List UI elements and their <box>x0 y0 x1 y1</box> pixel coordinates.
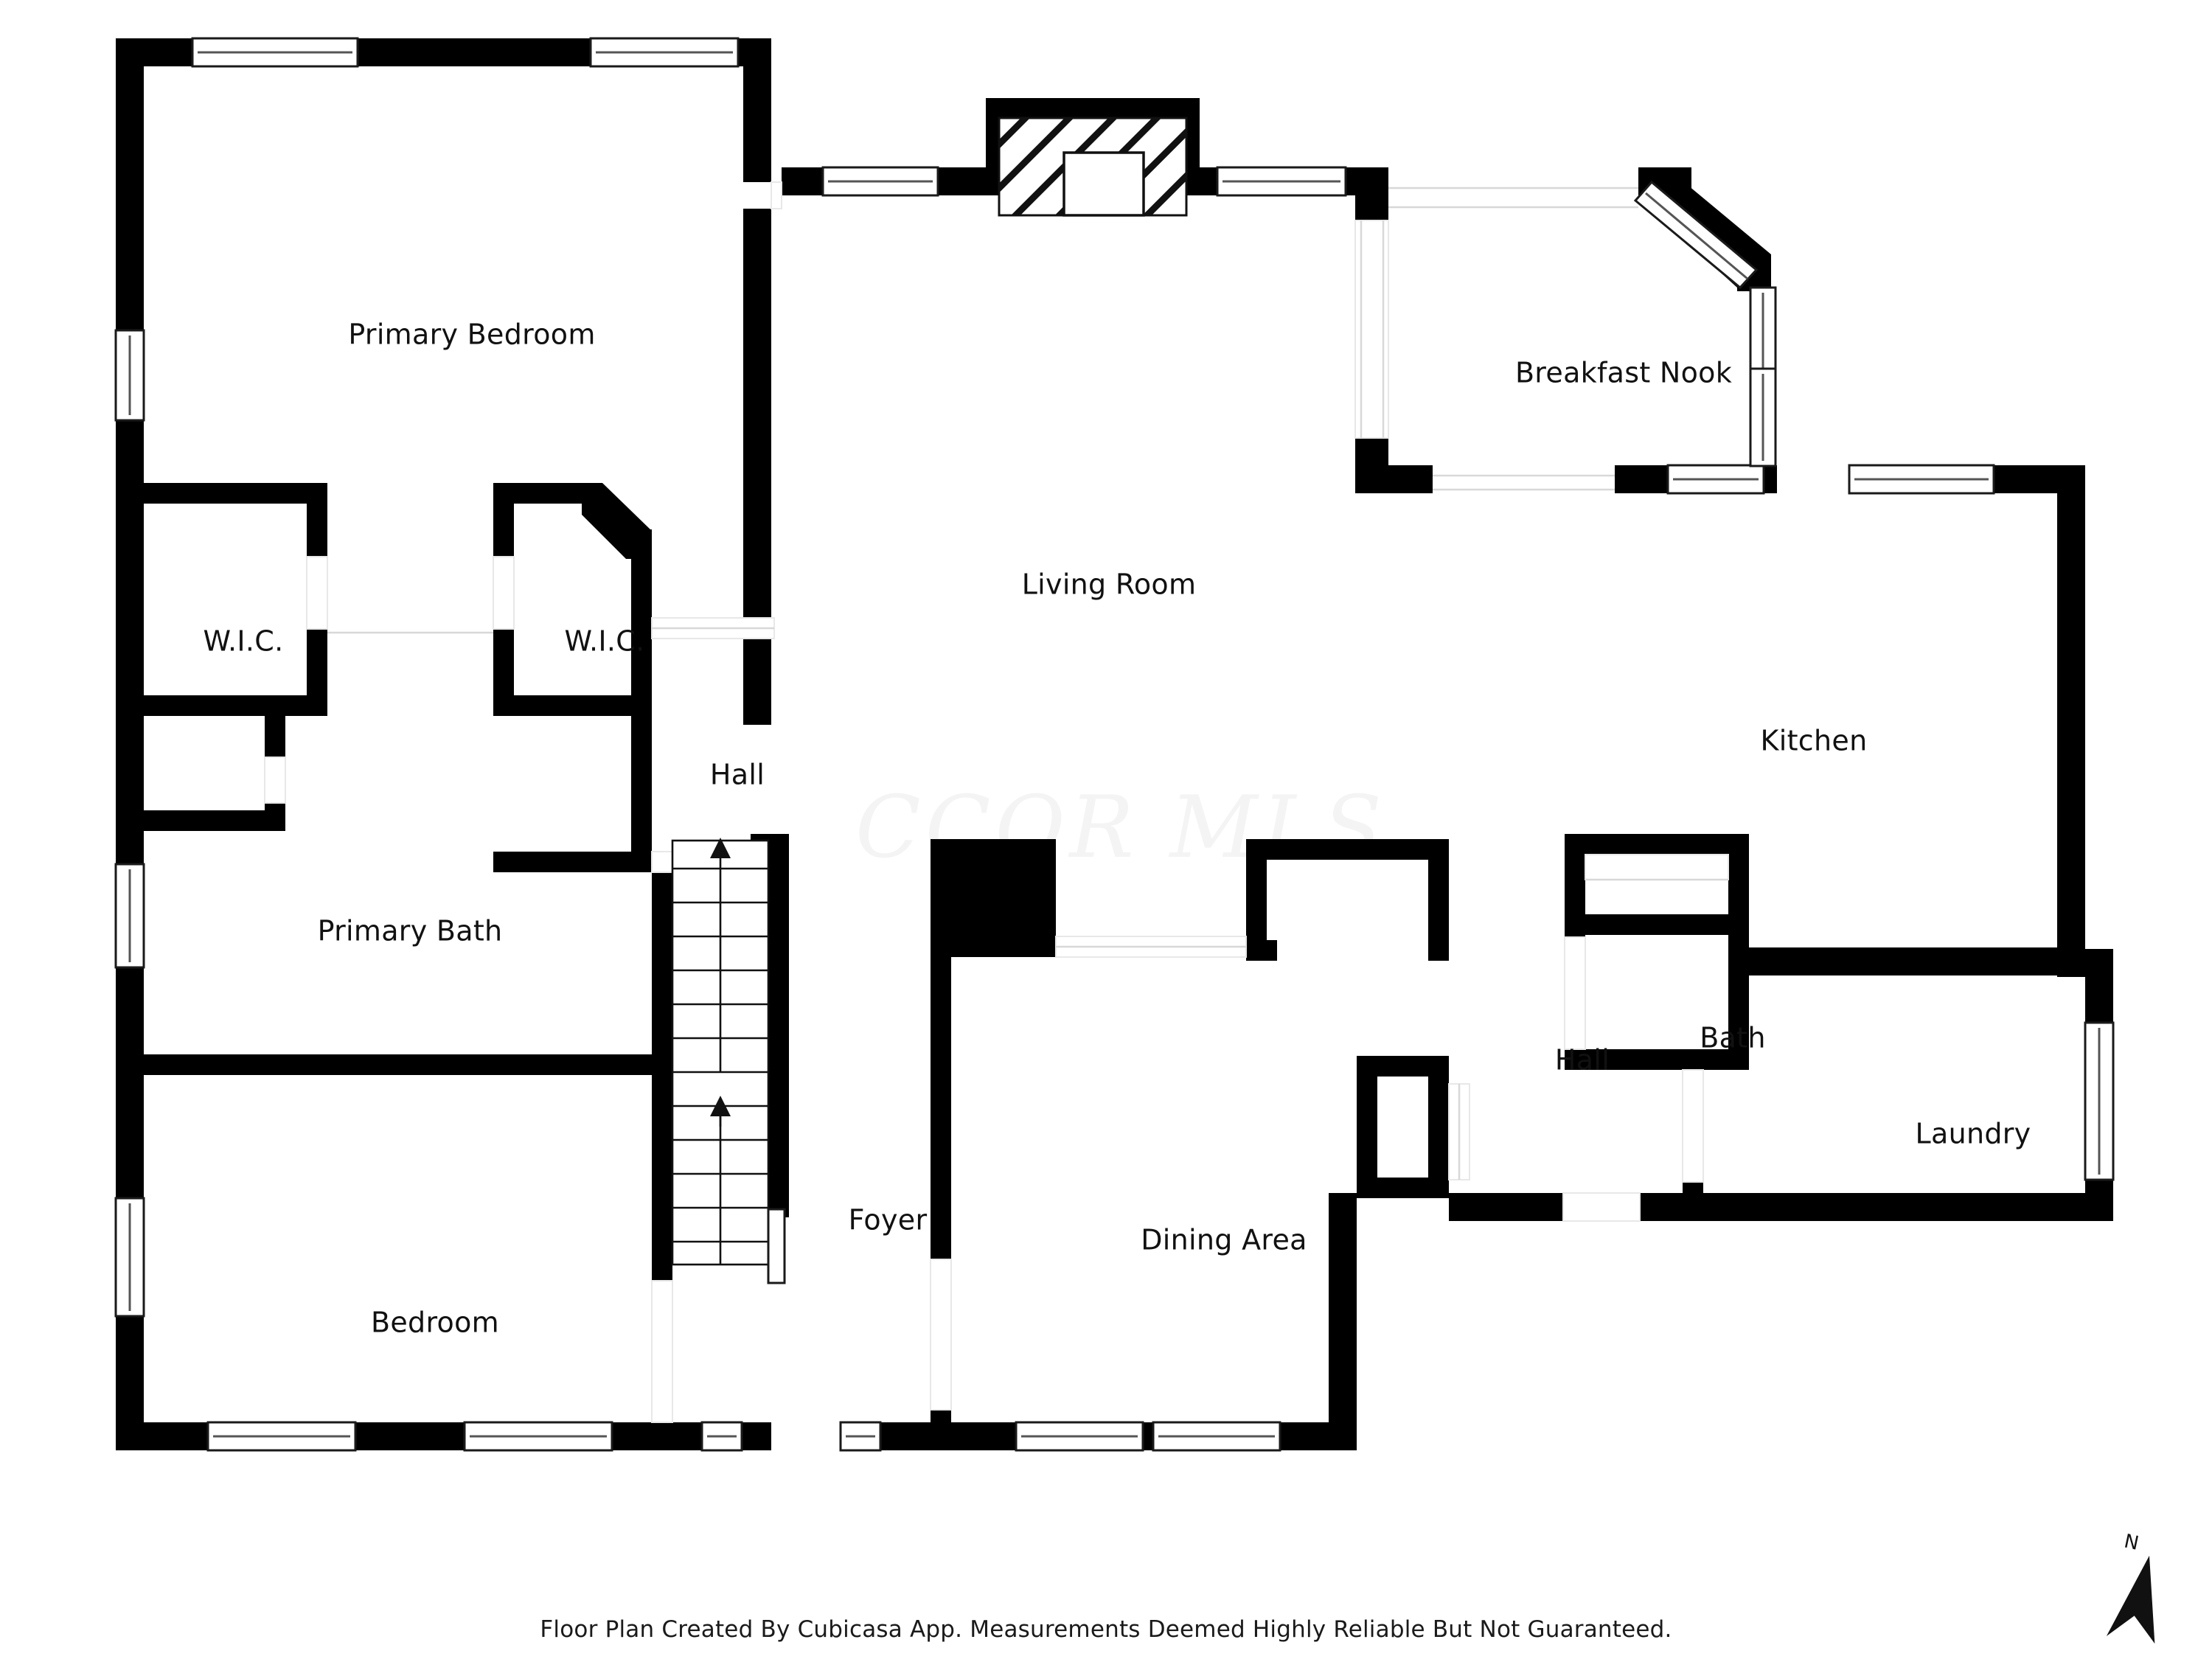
wall-hall-lower-bottom-left <box>1449 1193 1563 1221</box>
room-label-living-room: Living Room <box>1022 568 1197 601</box>
room-label-foyer: Foyer <box>849 1204 928 1237</box>
wall-pbath-bedroom-divider <box>116 1054 652 1075</box>
windows-group <box>114 37 2115 1452</box>
wall-bath-east-lower <box>1728 914 1749 1070</box>
fireplace-group <box>998 116 1188 217</box>
wall-stair-east <box>768 834 789 1217</box>
wall-hall-lower-left <box>1428 1056 1449 1196</box>
window-kitchen-north <box>1848 464 1995 495</box>
staircase-group <box>671 838 786 1284</box>
wall-linen-closet-bottom <box>116 810 285 831</box>
wall-wic-left-top <box>116 483 327 504</box>
wall-wic-left-bottom <box>116 695 327 716</box>
up-arrow-icon <box>710 1096 731 1127</box>
room-label-hall-upper: Hall <box>710 759 765 791</box>
wall-dining-east-upper <box>1357 1056 1377 1196</box>
window-left-3 <box>114 1197 145 1318</box>
window-bottom-left-1 <box>206 1421 357 1452</box>
window-nook-bay-angled <box>1633 180 1759 290</box>
room-label-wic-right: W.I.C. <box>565 625 645 658</box>
wall-pbr-east-lower <box>743 209 771 725</box>
window-left-2 <box>114 863 145 969</box>
door-bath-to-laundry <box>1682 1069 1704 1183</box>
window-pbr-top-2 <box>589 37 740 68</box>
block-closet-solid <box>931 839 1056 957</box>
door-openings-group <box>264 181 1729 1423</box>
window-bottom-dining-2 <box>1015 1421 1144 1452</box>
wall-kitchen-laundry-divider <box>1748 947 2085 975</box>
room-label-breakfast-nook: Breakfast Nook <box>1515 357 1732 389</box>
room-label-bath: Bath <box>1700 1022 1766 1054</box>
window-living-north-right <box>1216 166 1347 197</box>
room-label-bedroom: Bedroom <box>371 1307 499 1339</box>
wall-hall-west <box>631 695 652 872</box>
room-label-primary-bath: Primary Bath <box>318 915 503 947</box>
room-label-hall-lower: Hall <box>1555 1044 1610 1077</box>
wall-linen-closet-right-top <box>265 716 285 760</box>
window-pbr-top-1 <box>191 37 359 68</box>
north-arrow-needle <box>2106 1555 2155 1644</box>
wall-east-exterior-mid <box>2085 949 2113 1023</box>
wall-stair-west <box>652 852 672 1265</box>
room-label-wic-left: W.I.C. <box>204 625 284 658</box>
room-label-primary-bedroom: Primary Bedroom <box>348 319 595 351</box>
window-left-1 <box>114 329 145 422</box>
window-nook-south <box>1666 464 1765 495</box>
wall-wic-right-east <box>631 529 652 716</box>
wall-stair-bottom-stub <box>652 1244 672 1281</box>
door-wic-right <box>493 556 515 630</box>
wall-laundry-south <box>1640 1193 2113 1221</box>
wall-nook-north-corner <box>1355 167 1388 195</box>
window-bottom-dining-3 <box>1152 1421 1281 1452</box>
wall-dining-east-exterior <box>1329 1193 1357 1450</box>
wall-pbath-north <box>493 852 652 872</box>
window-bottom-dining-1 <box>839 1421 882 1452</box>
door-pbath-to-hall <box>651 851 673 873</box>
room-label-laundry: Laundry <box>1916 1118 2031 1150</box>
wall-dining-hall-bottom <box>1357 1178 1449 1198</box>
door-hall-opening-top <box>771 181 782 209</box>
door-hall-lower-bottom <box>1562 1192 1641 1222</box>
bath-fixture-strip <box>1585 854 1729 880</box>
wall-pbr-east-upper <box>743 38 771 182</box>
window-nook-east-2 <box>1749 367 1777 467</box>
wall-bath-top <box>1565 834 1749 855</box>
north-arrow-icon <box>2106 1555 2155 1644</box>
wall-nook-south-right <box>1762 465 1777 493</box>
wall-bath-bottom-left <box>1565 1049 1683 1070</box>
door-bath-entry <box>1564 936 1586 1050</box>
window-living-north-left <box>821 166 939 197</box>
wall-nook-south-mid <box>1615 465 1668 493</box>
wall-wic-left-right-upper <box>307 483 327 560</box>
wall-coat-closet-top <box>1246 839 1449 860</box>
room-labels-group: Primary Bedroom W.I.C. W.I.C. Hall Prima… <box>204 319 2031 1339</box>
wall-wic-right-bottom <box>493 695 652 716</box>
wall-linen-closet-right-bottom <box>265 800 285 831</box>
stair-rail-bottom <box>767 1208 786 1284</box>
up-arrow-icon <box>710 838 731 869</box>
door-bedroom-to-foyer <box>651 1280 673 1423</box>
wall-east-exterior-upper <box>2057 465 2085 949</box>
plan-caption: Floor Plan Created By Cubicasa App. Meas… <box>540 1616 1672 1643</box>
wall-coat-closet-right <box>1428 839 1449 961</box>
window-laundry-east <box>2084 1021 2115 1181</box>
window-bottom-left-3 <box>700 1421 743 1452</box>
wall-foyer-east <box>931 839 951 1259</box>
wall-wic-right-left-upper <box>493 483 514 560</box>
door-linen-closet <box>264 757 286 804</box>
room-label-dining-area: Dining Area <box>1141 1224 1307 1256</box>
door-wic-left <box>306 556 328 630</box>
wall-coat-closet-bottom-left <box>1246 940 1277 961</box>
room-label-kitchen: Kitchen <box>1761 725 1868 757</box>
door-foyer-to-dining <box>930 1259 952 1411</box>
wall-bath-mid-divider <box>1565 914 1749 935</box>
window-bottom-left-2 <box>463 1421 613 1452</box>
wall-nook-south-left <box>1355 465 1433 493</box>
fireplace-firebox <box>1062 151 1145 217</box>
